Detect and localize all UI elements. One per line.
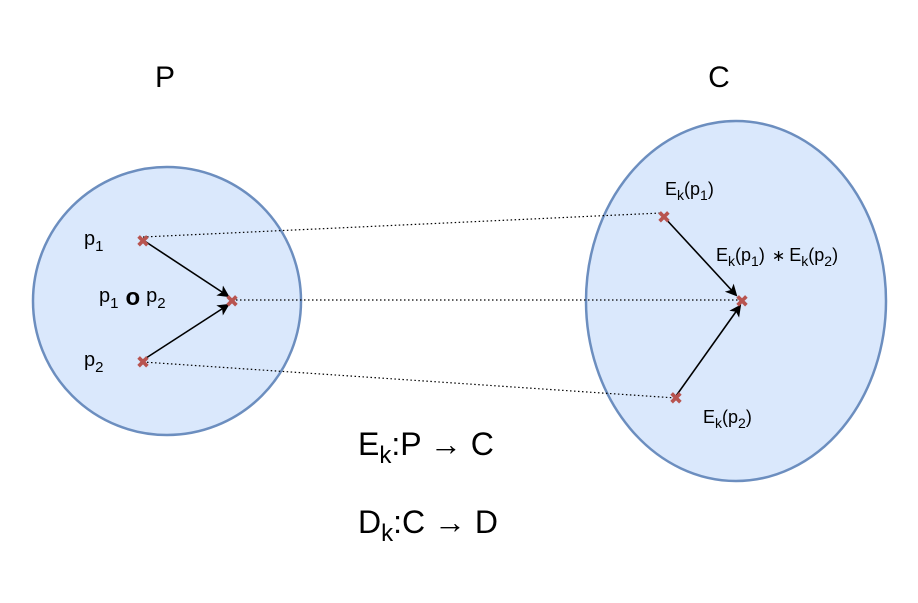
arrow-p1-to-product xyxy=(142,239,230,298)
plaintext-set-circle xyxy=(31,165,303,437)
arrow-ek-p2-to-product xyxy=(675,304,742,397)
ciphertext-set-ellipse xyxy=(584,119,888,483)
point-p2-marker: ✖ xyxy=(136,353,150,373)
encrypt-formula: Ek:P → C xyxy=(358,426,494,469)
arrow-p2-to-product xyxy=(142,303,230,361)
mapping-line-p1 xyxy=(142,212,662,238)
arrow-ek-p1-to-product xyxy=(663,216,738,297)
p1-label: p1 xyxy=(84,228,103,255)
point-ek-product-marker: ✖ xyxy=(735,292,749,312)
decrypt-formula: Dk:C → D xyxy=(358,504,498,547)
point-p1-marker: ✖ xyxy=(136,232,150,252)
point-ek-p2-marker: ✖ xyxy=(669,389,683,409)
ek-product-label: Ek(p1)∗Ek(p2) xyxy=(716,245,838,269)
point-product-marker: ✖ xyxy=(225,292,239,312)
ek-p1-label: Ek(p1) xyxy=(665,179,714,203)
plaintext-set-label: P xyxy=(155,61,175,94)
mapping-line-p2 xyxy=(142,361,677,399)
ciphertext-set-label: C xyxy=(708,61,730,94)
point-ek-p1-marker: ✖ xyxy=(657,208,671,228)
ek-p2-label: Ek(p2) xyxy=(703,407,752,431)
p2-label: p2 xyxy=(84,349,103,376)
